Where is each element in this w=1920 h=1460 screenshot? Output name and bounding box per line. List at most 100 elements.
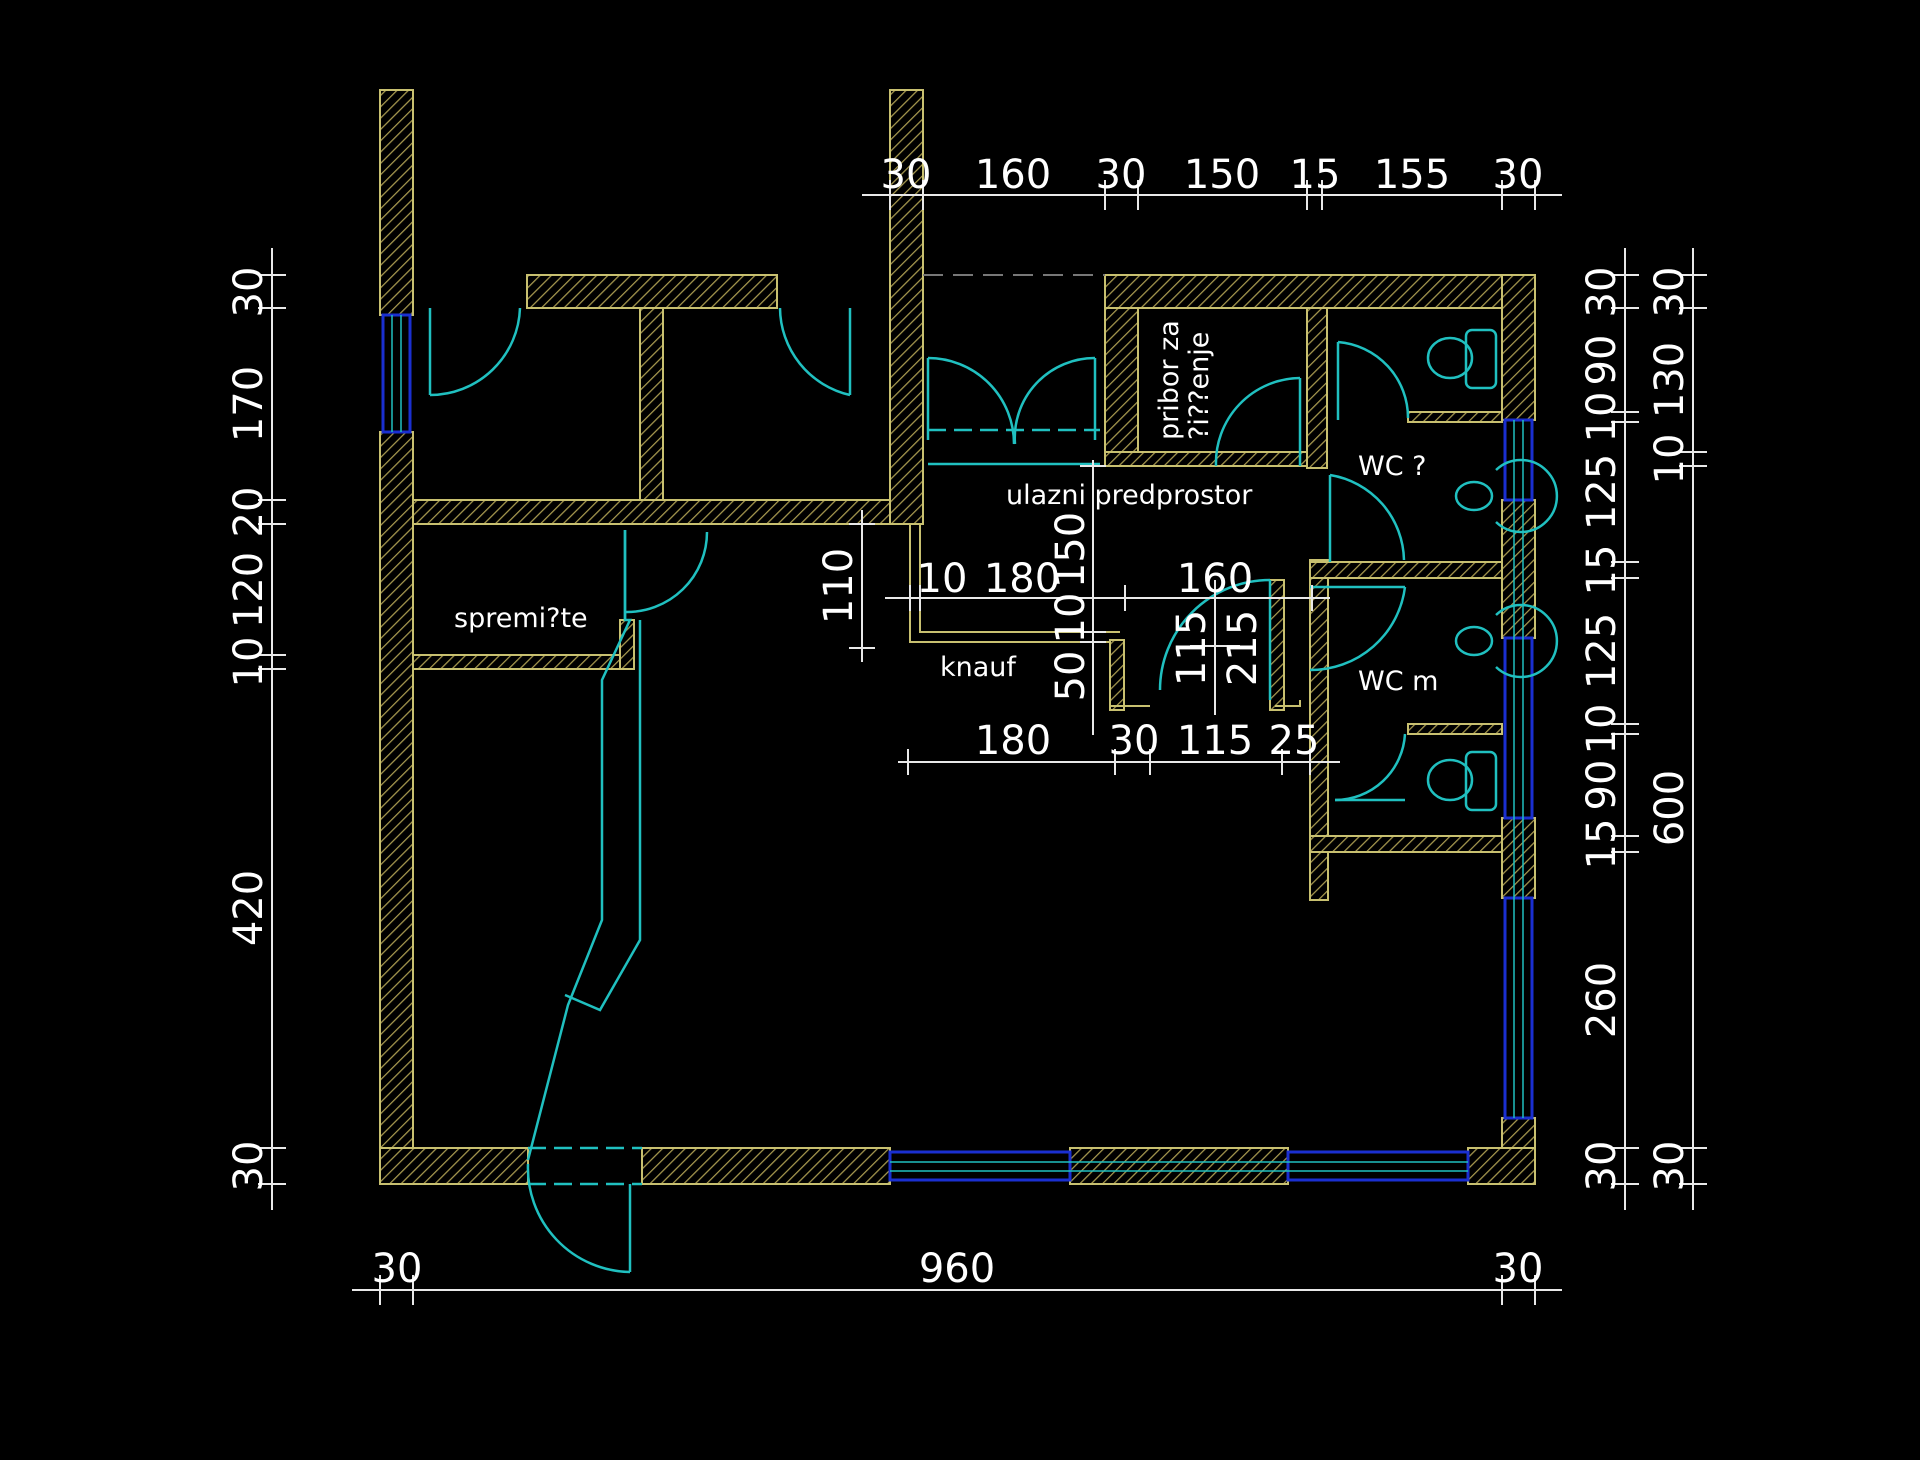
- wall-knauf-partition-2: [1269, 579, 1285, 711]
- dim-right-inner-0: 30: [1579, 267, 1625, 318]
- dim-int-vert-left: 110: [816, 548, 862, 624]
- door-cell-left[interactable]: [428, 307, 522, 397]
- wall-wc-left-lower: [1309, 559, 1329, 901]
- wall-left-upper: [379, 89, 414, 316]
- dim-right-inner-7: 90: [1579, 760, 1625, 811]
- wall-corridor-right: [889, 89, 924, 525]
- dimensions-right-outer: 30 130 10 600 30: [1647, 267, 1693, 1192]
- wall-wc-partition-3: [1407, 723, 1503, 735]
- dimensions-interior: 10 180 160 180 30 115 25 110 150 10 50 1…: [816, 512, 1319, 764]
- sink-2-icon: [1454, 603, 1559, 679]
- dim-right-outer-3: 600: [1647, 770, 1693, 846]
- dim-right-outer-0: 30: [1647, 267, 1693, 318]
- dim-right-inner-8: 15: [1579, 819, 1625, 870]
- dim-int-lower-3: 25: [1269, 718, 1320, 764]
- dim-left-4: 10: [226, 637, 272, 688]
- wall-storage-bottom: [412, 654, 634, 670]
- door-wc-men-toilet[interactable]: [1334, 733, 1407, 802]
- dim-int-lower-2: 115: [1177, 718, 1253, 764]
- wall-knauf-partition: [1109, 639, 1125, 711]
- wall-bottom-4: [1467, 1147, 1536, 1185]
- wall-wc-left: [1306, 307, 1328, 469]
- room-label-knauf: knauf: [940, 652, 1017, 683]
- door-wc-women[interactable]: [1328, 473, 1406, 562]
- dim-top-2: 30: [1096, 152, 1147, 198]
- dim-right-inner-9: 260: [1579, 962, 1625, 1038]
- dim-right-inner-1: 90: [1579, 335, 1625, 386]
- dim-right-outer-1: 130: [1647, 342, 1693, 418]
- door-cleaning[interactable]: [1214, 376, 1302, 467]
- door-main-entrance[interactable]: [526, 1146, 642, 1274]
- wall-wc-bottom: [1309, 835, 1503, 853]
- dim-top-4: 15: [1290, 152, 1341, 198]
- sink-1-icon: [1454, 458, 1559, 534]
- long-door-path: [526, 530, 632, 1161]
- dim-int-vert-mid-1: 10: [1048, 593, 1094, 644]
- dim-right-inner-10: 30: [1579, 1141, 1625, 1192]
- dim-left-6: 30: [226, 1141, 272, 1192]
- window-left: [381, 313, 412, 434]
- dimensions-right-inner: 30 90 10 125 15 125 10 90 15 260 30: [1579, 267, 1625, 1192]
- long-door-path-2: [564, 620, 642, 1012]
- dim-right-outer-2: 10: [1647, 434, 1693, 485]
- dimensions-left: 30 170 20 120 10 420 30: [226, 267, 272, 1192]
- dim-top-6: 30: [1493, 152, 1544, 198]
- wall-bottom-3: [1069, 1147, 1289, 1185]
- dim-int-lower-0: 180: [975, 718, 1051, 764]
- wall-cleaning-left: [1104, 307, 1139, 467]
- fixtures: [1426, 328, 1559, 812]
- dimensions-top: 30 160 30 150 15 155 30: [881, 152, 1544, 198]
- dimensions-bottom: 30 960 30: [372, 1246, 1544, 1292]
- dim-int-upper-0: 10: [917, 556, 968, 602]
- dim-int-lower-1: 30: [1109, 718, 1160, 764]
- wall-right-top: [1501, 274, 1536, 421]
- wall-bottom-1: [379, 1147, 529, 1185]
- dim-top-3: 150: [1184, 152, 1260, 198]
- room-label-cleaning-2: ?i??enje: [1184, 332, 1215, 440]
- dim-int-door-0: 115: [1169, 610, 1215, 686]
- toilet-1-icon: [1426, 328, 1498, 390]
- wall-wc-partition-2: [1309, 561, 1503, 579]
- window-right-1: [1503, 418, 1534, 502]
- door-hall-inner[interactable]: [1158, 578, 1272, 700]
- walls: [379, 89, 1536, 1185]
- knauf-partition-line-3: [1275, 700, 1301, 707]
- dim-int-door-1: 215: [1220, 610, 1266, 686]
- dim-left-3: 120: [226, 552, 272, 628]
- window-bottom-2: [1286, 1150, 1470, 1182]
- window-bottom-1: [888, 1150, 1072, 1182]
- dim-right-inner-5: 125: [1579, 613, 1625, 689]
- wall-left-lower: [379, 431, 414, 1185]
- room-label-cleaning-1: pribor za: [1154, 320, 1185, 440]
- knauf-partition-line-2: [919, 524, 1120, 633]
- dim-int-vert-mid-2: 50: [1048, 651, 1094, 702]
- toilet-2-icon: [1426, 750, 1498, 812]
- room-label-wc-men: WC m: [1358, 666, 1438, 697]
- door-entrance-double[interactable]: [926, 356, 1100, 466]
- windows: [381, 313, 1534, 1182]
- dim-top-0: 30: [881, 152, 932, 198]
- dim-right-outer-4: 30: [1647, 1141, 1693, 1192]
- door-cell-right[interactable]: [778, 307, 852, 397]
- room-labels: spremi?te ulazni predprostor pribor za ?…: [454, 320, 1438, 697]
- door-wc-men[interactable]: [1309, 585, 1407, 672]
- wall-right-pier-1: [1501, 499, 1536, 639]
- wall-wc-top: [1104, 274, 1536, 309]
- door-wc-women-toilet[interactable]: [1336, 340, 1410, 420]
- window-right-2: [1503, 636, 1534, 820]
- dim-int-upper-2: 160: [1177, 556, 1253, 602]
- room-label-storage: spremi?te: [454, 603, 588, 634]
- dimension-lines: [258, 180, 1707, 1305]
- dim-right-inner-6: 10: [1579, 704, 1625, 755]
- dim-left-2: 20: [226, 487, 272, 538]
- door-storage[interactable]: [623, 530, 709, 620]
- room-label-entrance-hall: ulazni predprostor: [1006, 480, 1253, 511]
- wall-cells-bottom: [412, 499, 924, 525]
- window-right-3: [1503, 896, 1534, 1120]
- room-label-wc-women: WC ?: [1358, 451, 1426, 482]
- wall-cells-divider: [639, 307, 664, 504]
- dim-bottom-2: 30: [1493, 1246, 1544, 1292]
- dim-top-1: 160: [975, 152, 1051, 198]
- wall-wc-partition-1: [1407, 411, 1503, 423]
